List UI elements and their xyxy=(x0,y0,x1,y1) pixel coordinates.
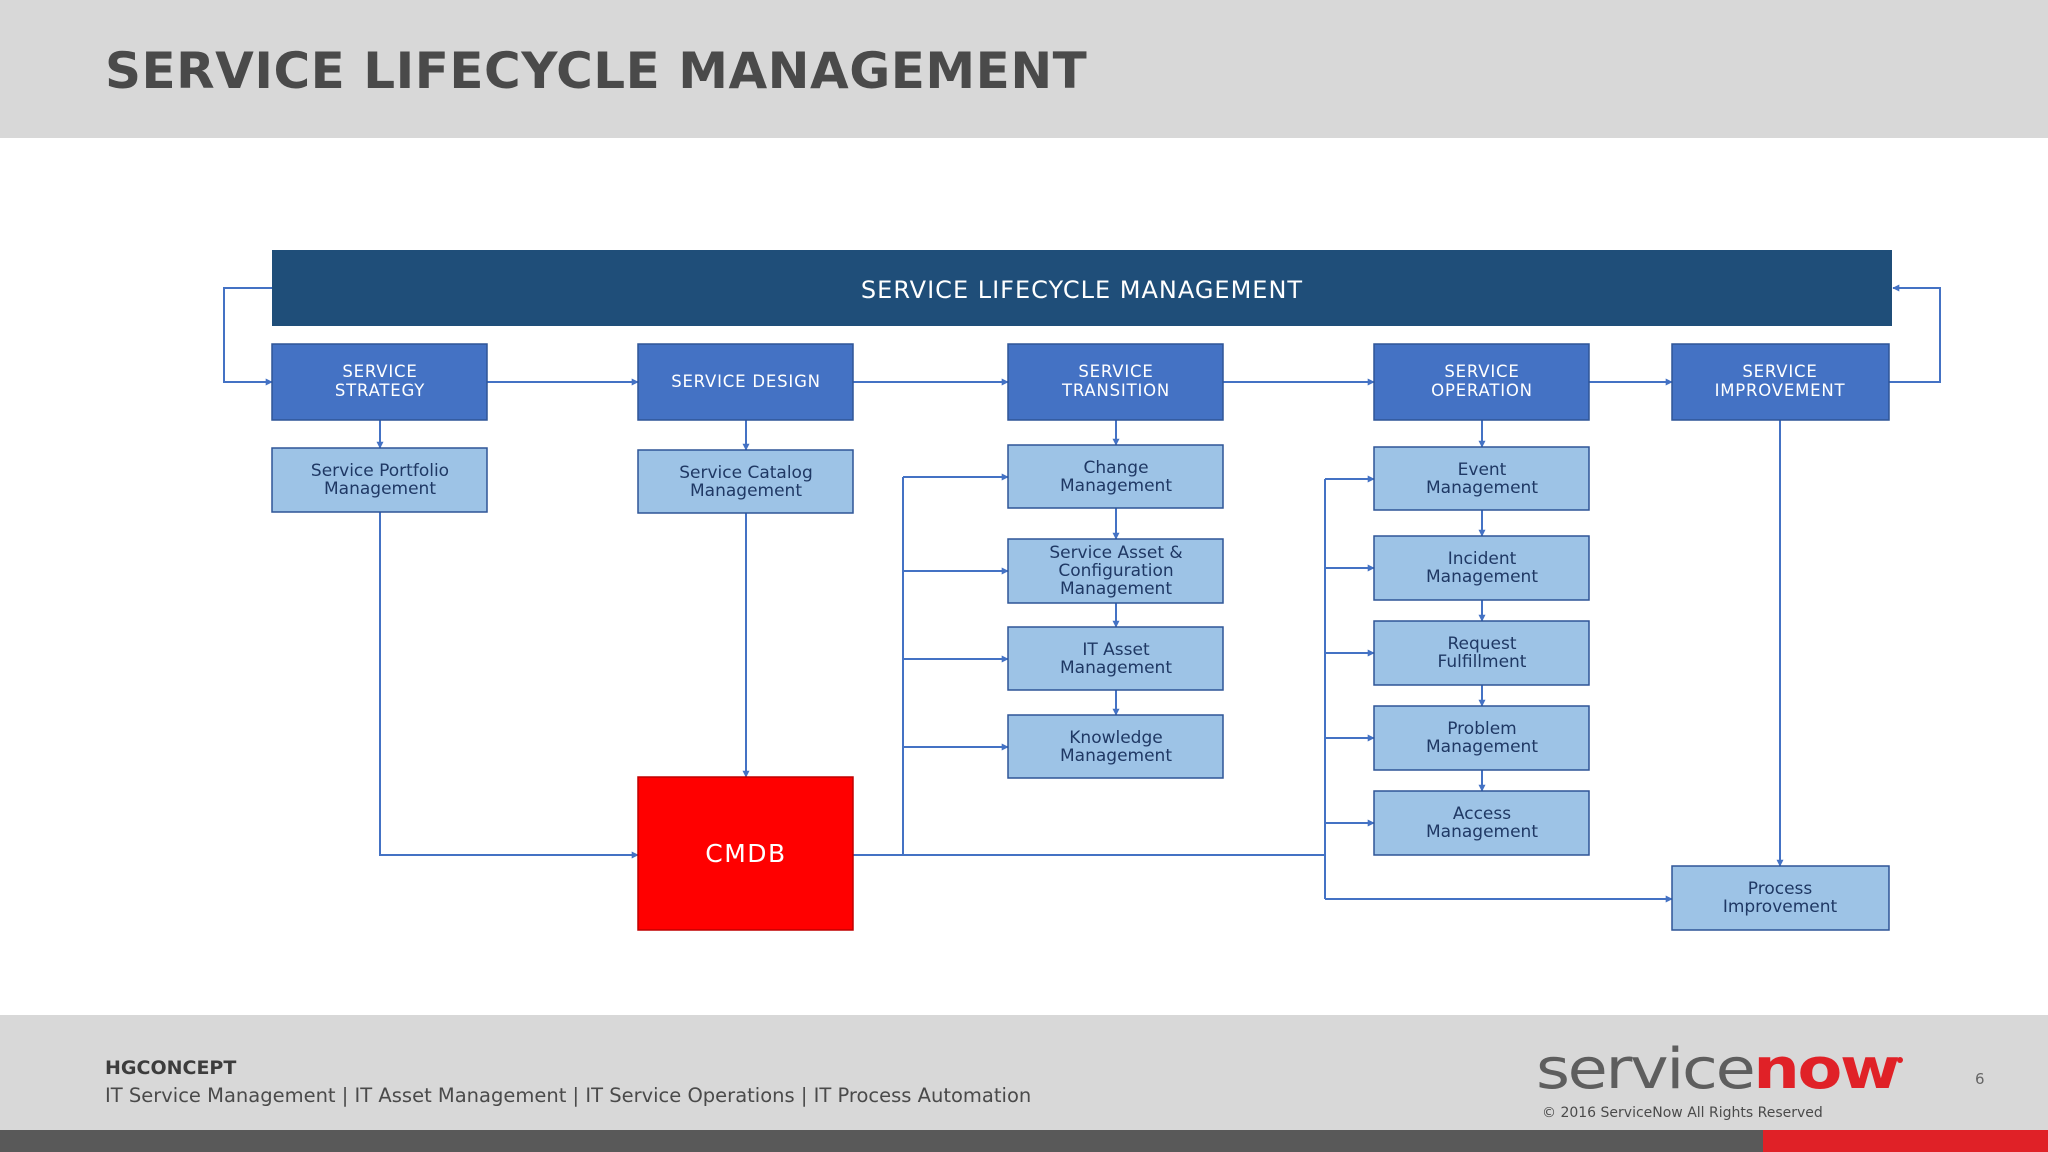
process-label: Service Catalog xyxy=(679,463,813,483)
page-title: SERVICE LIFECYCLE MANAGEMENT xyxy=(105,42,1088,100)
copyright-text: © 2016 ServiceNow All Rights Reserved xyxy=(1542,1105,1823,1121)
phase-label: STRATEGY xyxy=(335,381,425,400)
process-change-management: Change Management xyxy=(1007,444,1224,509)
process-label: Management xyxy=(1060,658,1172,678)
phase-label: SERVICE xyxy=(1742,362,1817,381)
connector-lines xyxy=(223,284,1941,903)
process-label: Management xyxy=(1426,737,1538,757)
lifecycle-diagram: SERVICE LIFECYCLE MANAGEMENT SERVICE STR… xyxy=(223,250,1941,931)
footer-accent-bar-dark xyxy=(0,1130,1763,1152)
process-knowledge-management: Knowledge Management xyxy=(1007,714,1224,779)
process-event-management: Event Management xyxy=(1373,446,1590,511)
process-service-asset-configuration-management: Service Asset & Configuration Management xyxy=(1007,538,1224,604)
process-label: Management xyxy=(690,481,802,501)
process-access-management: Access Management xyxy=(1373,790,1590,856)
footer-tagline: IT Service Management | IT Asset Managem… xyxy=(105,1084,1032,1107)
process-label: Problem xyxy=(1447,719,1517,739)
process-label: Management xyxy=(1426,567,1538,587)
process-label: IT Asset xyxy=(1082,640,1150,660)
phase-service-design: SERVICE DESIGN xyxy=(637,343,854,421)
process-label: Service Asset & xyxy=(1049,543,1182,563)
process-label: Change xyxy=(1083,458,1148,478)
page-number: 6 xyxy=(1975,1070,1985,1088)
process-label: Fulfillment xyxy=(1438,652,1527,672)
process-label: Management xyxy=(1060,579,1172,599)
process-label: Improvement xyxy=(1723,897,1838,917)
process-it-asset-management: IT Asset Management xyxy=(1007,626,1224,691)
footer-accent-bar-red xyxy=(1763,1130,2048,1152)
process-label: Management xyxy=(1060,746,1172,766)
process-label: Event xyxy=(1458,460,1507,480)
phase-label: IMPROVEMENT xyxy=(1715,381,1846,400)
process-label: Management xyxy=(1426,478,1538,498)
process-label: Management xyxy=(1426,822,1538,842)
phase-label: SERVICE xyxy=(1444,362,1519,381)
process-incident-management: Incident Management xyxy=(1373,535,1590,601)
process-request-fulfillment: Request Fulfillment xyxy=(1373,620,1590,686)
cmdb-label: CMDB xyxy=(705,839,786,868)
process-label: Management xyxy=(324,479,436,499)
phase-service-operation: SERVICE OPERATION xyxy=(1373,343,1590,421)
phase-service-transition: SERVICE TRANSITION xyxy=(1007,343,1224,421)
footer-bar xyxy=(0,1015,2048,1152)
phase-label: SERVICE DESIGN xyxy=(671,372,821,391)
process-label: Incident xyxy=(1448,549,1517,569)
process-problem-management: Problem Management xyxy=(1373,705,1590,771)
phase-service-strategy: SERVICE STRATEGY xyxy=(271,343,488,421)
company-name: HGCONCEPT xyxy=(105,1057,237,1079)
header-bar xyxy=(0,0,2048,138)
phase-label: OPERATION xyxy=(1431,381,1533,400)
process-process-improvement: Process Improvement xyxy=(1671,865,1890,931)
process-label: Process xyxy=(1748,879,1813,899)
process-label: Configuration xyxy=(1058,561,1173,581)
cmdb-box: CMDB xyxy=(637,776,854,931)
process-label: Request xyxy=(1447,634,1516,654)
phase-label: SERVICE xyxy=(342,362,417,381)
process-service-portfolio-management: Service Portfolio Management xyxy=(271,447,488,513)
phase-service-improvement: SERVICE IMPROVEMENT xyxy=(1671,343,1890,421)
process-service-catalog-management: Service Catalog Management xyxy=(637,449,854,514)
phase-label: SERVICE xyxy=(1078,362,1153,381)
process-label: Management xyxy=(1060,476,1172,496)
process-label: Knowledge xyxy=(1069,728,1162,748)
lifecycle-banner: SERVICE LIFECYCLE MANAGEMENT xyxy=(272,250,1892,326)
process-label: Service Portfolio xyxy=(311,461,449,481)
phase-label: TRANSITION xyxy=(1061,381,1170,400)
process-label: Access xyxy=(1453,804,1511,824)
banner-text: SERVICE LIFECYCLE MANAGEMENT xyxy=(861,276,1303,304)
